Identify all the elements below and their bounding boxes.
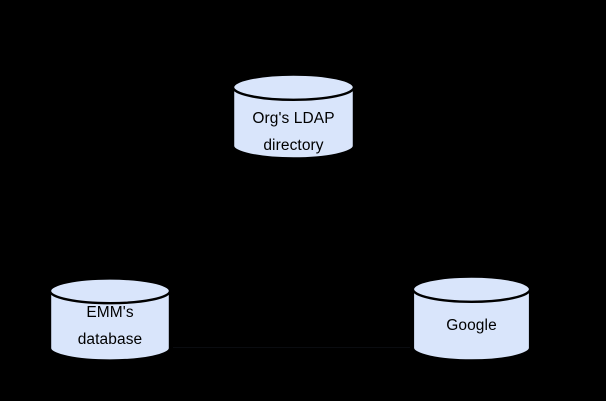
node-label-line: Google: [446, 317, 497, 334]
node-label-google: Google: [410, 312, 533, 339]
node-label-orgs-ldap-directory: Org's LDAP directory: [230, 105, 357, 159]
database-cylinder-icon: [411, 275, 532, 362]
node-label-emms-database: EMM's database: [47, 299, 173, 353]
node-label-line: directory: [263, 137, 324, 154]
cylinder-top: [48, 277, 172, 305]
node-google: Google: [410, 274, 533, 363]
connector-line-emm-google: [173, 347, 410, 348]
node-label-line: EMM's: [86, 304, 134, 321]
cylinder-body: [231, 85, 356, 160]
node-emms-database: EMM's database: [47, 276, 173, 363]
database-cylinder-icon: [48, 277, 172, 362]
cylinder-body: [411, 287, 532, 362]
node-label-line: database: [77, 331, 143, 348]
database-cylinder-icon: [231, 73, 356, 160]
cylinder-top: [231, 73, 356, 102]
cylinder-body: [48, 289, 172, 362]
node-orgs-ldap-directory: Org's LDAP directory: [230, 72, 357, 161]
node-label-line: Org's LDAP: [252, 110, 335, 127]
cylinder-top: [411, 275, 532, 304]
